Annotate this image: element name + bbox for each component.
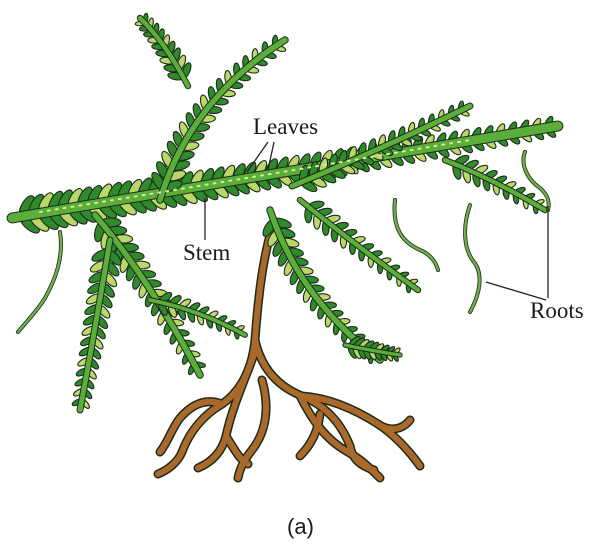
- stem-highlight: [40, 140, 470, 212]
- leafy-branches: [12, 13, 558, 410]
- leaves-label: Leaves: [253, 115, 318, 138]
- stem-label: Stem: [183, 241, 230, 264]
- branch-6: [71, 240, 123, 410]
- branch-2: [135, 13, 193, 86]
- branch-stem: [300, 200, 418, 290]
- branch-10: [345, 335, 401, 362]
- figure-caption: (a): [0, 516, 601, 538]
- branch-4: [445, 153, 545, 214]
- rhizoid-outline-2: [18, 232, 61, 332]
- roots-label: Roots: [530, 299, 584, 322]
